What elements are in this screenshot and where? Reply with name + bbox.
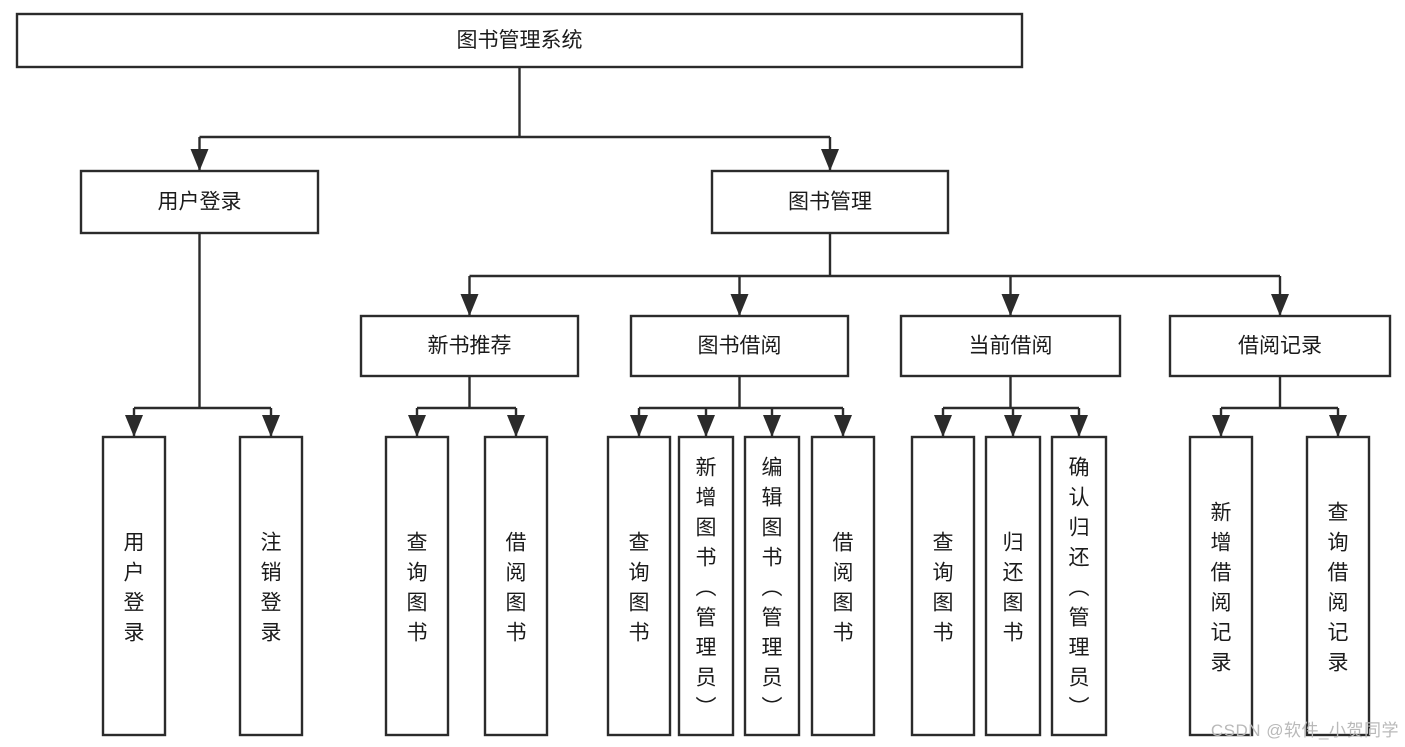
node-label: 查询图书 <box>407 531 428 644</box>
node-rect <box>743 435 801 737</box>
node-label: 图书借阅 <box>698 335 782 358</box>
node-rect <box>101 435 167 737</box>
nodes-layer: 图书管理系统用户登录图书管理新书推荐图书借阅当前借阅借阅记录用户登录注销登录查询… <box>15 12 1392 737</box>
arrow-head-icon <box>1070 415 1088 437</box>
node-l-query-book-2[interactable]: 查询图书 <box>606 435 672 737</box>
node-l-query-record[interactable]: 查询借阅记录 <box>1305 435 1371 737</box>
arrow-head-icon <box>834 415 852 437</box>
node-current-borrow[interactable]: 当前借阅 <box>899 314 1122 378</box>
node-rect <box>1305 435 1371 737</box>
node-rect <box>1188 435 1254 737</box>
node-leaf-logout[interactable]: 注销登录 <box>238 435 304 737</box>
arrow-head-icon <box>460 294 479 316</box>
node-rect <box>1050 435 1108 737</box>
node-l-confirm-return[interactable]: 确认归还︵管理员︶ <box>1050 435 1108 737</box>
node-user-login[interactable]: 用户登录 <box>79 169 320 235</box>
node-rect <box>984 435 1042 737</box>
arrow-head-icon <box>190 149 209 171</box>
arrow-head-icon <box>763 415 781 437</box>
node-new-book-rec[interactable]: 新书推荐 <box>359 314 580 378</box>
arrow-head-icon <box>630 415 648 437</box>
arrow-head-icon <box>408 415 426 437</box>
node-label: 用户登录 <box>124 531 145 644</box>
node-l-edit-book[interactable]: 编辑图书︵管理员︶ <box>743 435 801 737</box>
node-l-add-book[interactable]: 新增图书︵管理员︶ <box>677 435 735 737</box>
arrow-head-icon <box>507 415 525 437</box>
node-label: 当前借阅 <box>969 335 1053 358</box>
arrow-head-icon <box>821 149 839 171</box>
node-l-query-book-1[interactable]: 查询图书 <box>384 435 450 737</box>
arrow-head-icon <box>934 415 952 437</box>
node-label: 用户登录 <box>158 191 242 214</box>
node-rect <box>677 435 735 737</box>
node-book-borrow[interactable]: 图书借阅 <box>629 314 850 378</box>
node-label: 借阅图书 <box>833 531 854 644</box>
node-leaf-user-login[interactable]: 用户登录 <box>101 435 167 737</box>
node-rect <box>79 169 320 235</box>
node-label: 图书管理 <box>788 191 872 214</box>
node-label: 查询借阅记录 <box>1328 501 1349 674</box>
node-label: 新书推荐 <box>428 335 512 358</box>
node-rect <box>910 435 976 737</box>
node-rect <box>483 435 549 737</box>
node-borrow-record[interactable]: 借阅记录 <box>1168 314 1392 378</box>
node-label: 图书管理系统 <box>457 29 583 52</box>
arrow-head-icon <box>125 415 143 437</box>
node-label: 查询图书 <box>933 531 954 644</box>
node-rect <box>15 12 1024 69</box>
node-label: 注销登录 <box>261 531 282 644</box>
node-rect <box>384 435 450 737</box>
node-rect <box>710 169 950 235</box>
node-rect <box>359 314 580 378</box>
arrow-head-icon <box>262 415 280 437</box>
node-label: 新增图书︵管理员︶ <box>696 456 717 719</box>
connectors-layer <box>125 67 1347 437</box>
node-l-borrow-book-2[interactable]: 借阅图书 <box>810 435 876 737</box>
arrow-head-icon <box>1004 415 1022 437</box>
node-label: 归还图书 <box>1003 531 1024 644</box>
node-label: 新增借阅记录 <box>1211 501 1232 674</box>
node-rect <box>1168 314 1392 378</box>
arrow-head-icon <box>697 415 715 437</box>
node-l-query-book-3[interactable]: 查询图书 <box>910 435 976 737</box>
node-rect <box>629 314 850 378</box>
node-l-borrow-book-1[interactable]: 借阅图书 <box>483 435 549 737</box>
node-label: 编辑图书︵管理员︶ <box>762 456 783 719</box>
arrow-head-icon <box>730 294 749 316</box>
arrow-head-icon <box>1001 294 1020 316</box>
node-label: 借阅记录 <box>1238 335 1322 358</box>
node-label: 确认归还︵管理员︶ <box>1069 456 1090 719</box>
arrow-head-icon <box>1329 415 1347 437</box>
node-book-management[interactable]: 图书管理 <box>710 169 950 235</box>
node-label: 查询图书 <box>629 531 650 644</box>
node-label: 借阅图书 <box>506 531 527 644</box>
node-l-add-record[interactable]: 新增借阅记录 <box>1188 435 1254 737</box>
node-root-book-management-system[interactable]: 图书管理系统 <box>15 12 1024 69</box>
node-l-return-book[interactable]: 归还图书 <box>984 435 1042 737</box>
node-rect <box>606 435 672 737</box>
arrow-head-icon <box>1271 294 1289 316</box>
node-rect <box>238 435 304 737</box>
arrow-head-icon <box>1212 415 1230 437</box>
node-rect <box>899 314 1122 378</box>
node-rect <box>810 435 876 737</box>
